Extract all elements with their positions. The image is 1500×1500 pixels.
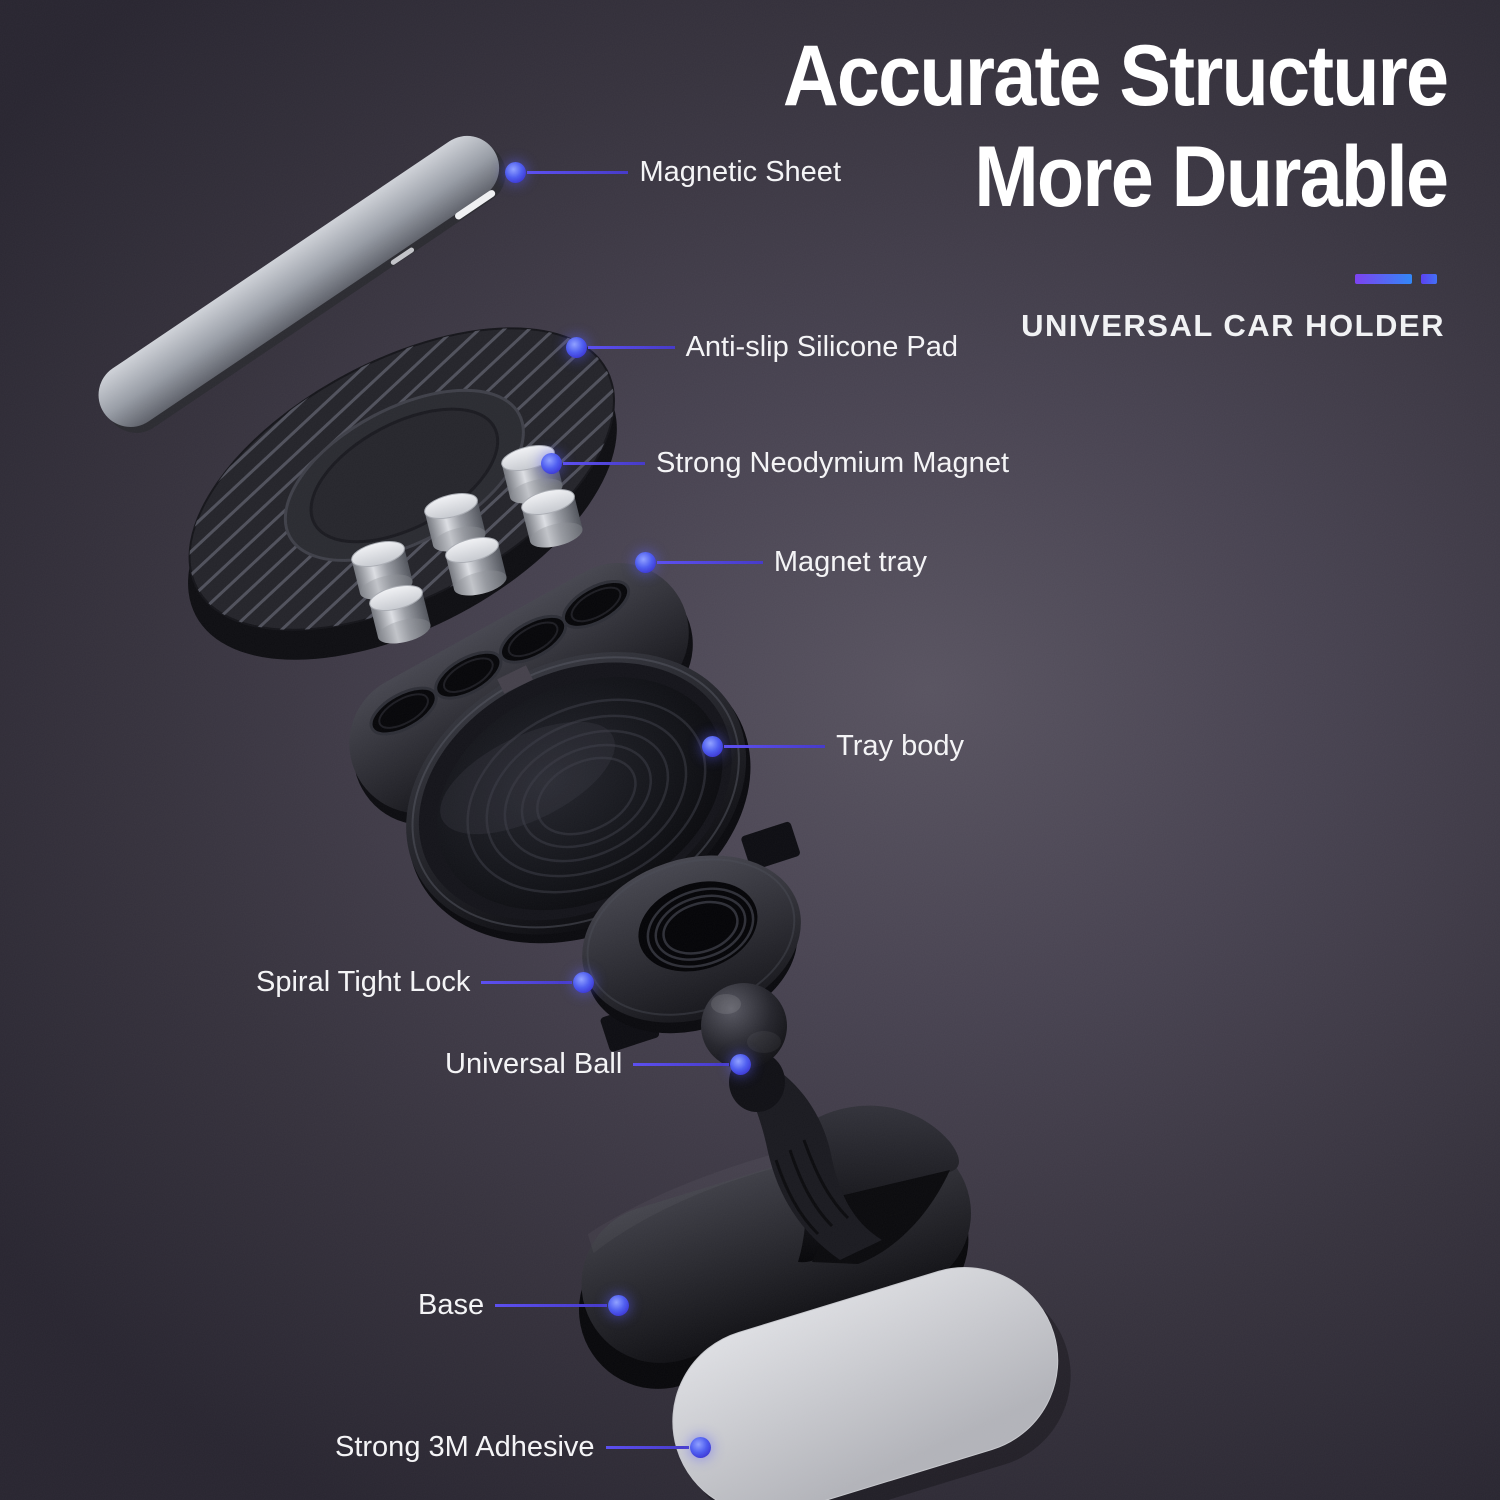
callout-label: Anti-slip Silicone Pad [685, 330, 958, 363]
callout-label: Strong 3M Adhesive [335, 1430, 595, 1463]
subtitle: UNIVERSAL CAR HOLDER [1021, 308, 1445, 343]
callout-dot [573, 971, 594, 993]
callout-label: Base [418, 1288, 485, 1321]
callout-label: Magnetic Sheet [639, 155, 841, 188]
callout-line [588, 345, 675, 349]
callout-label: Spiral Tight Lock [256, 965, 471, 998]
callout-line [481, 980, 572, 984]
headline-line1: Accurate Structure [782, 28, 1449, 124]
callout-label: Universal Ball [445, 1047, 623, 1080]
callout-dot [566, 336, 587, 358]
callout-dot [690, 1436, 711, 1458]
callout-dot [730, 1053, 751, 1075]
callout-magnetic-sheet: Magnetic Sheet [505, 155, 841, 189]
callout-label: Magnet tray [773, 545, 927, 578]
callout-base: Base [418, 1288, 629, 1322]
callout-dot [541, 452, 562, 474]
callout-line [657, 560, 763, 564]
callout-line [495, 1303, 607, 1307]
accent-bar-short [1421, 274, 1437, 284]
callout-line [724, 744, 826, 748]
callout-dot [702, 735, 723, 757]
accent-bar-long [1355, 274, 1412, 284]
callout-label: Strong Neodymium Magnet [656, 446, 1009, 479]
callout-dot [635, 551, 656, 573]
headline-line2: More Durable [973, 129, 1449, 225]
callout-tray-body: Tray body [702, 729, 964, 763]
callout-silicone-pad: Anti-slip Silicone Pad [566, 330, 958, 364]
callout-neodymium-magnet: Strong Neodymium Magnet [541, 446, 1009, 480]
callout-label: Tray body [836, 729, 964, 762]
callout-line [527, 170, 629, 174]
callout-line [563, 461, 645, 465]
callout-universal-ball: Universal Ball [445, 1047, 751, 1081]
callout-magnet-tray: Magnet tray [635, 545, 927, 579]
callout-line [605, 1445, 689, 1449]
headline: Accurate Structure More Durable [782, 26, 1449, 228]
callout-3m-adhesive: Strong 3M Adhesive [335, 1430, 711, 1464]
callout-line [633, 1062, 729, 1066]
callout-dot [505, 161, 526, 183]
callout-dot [608, 1294, 629, 1316]
callout-spiral-tight-lock: Spiral Tight Lock [256, 965, 594, 999]
